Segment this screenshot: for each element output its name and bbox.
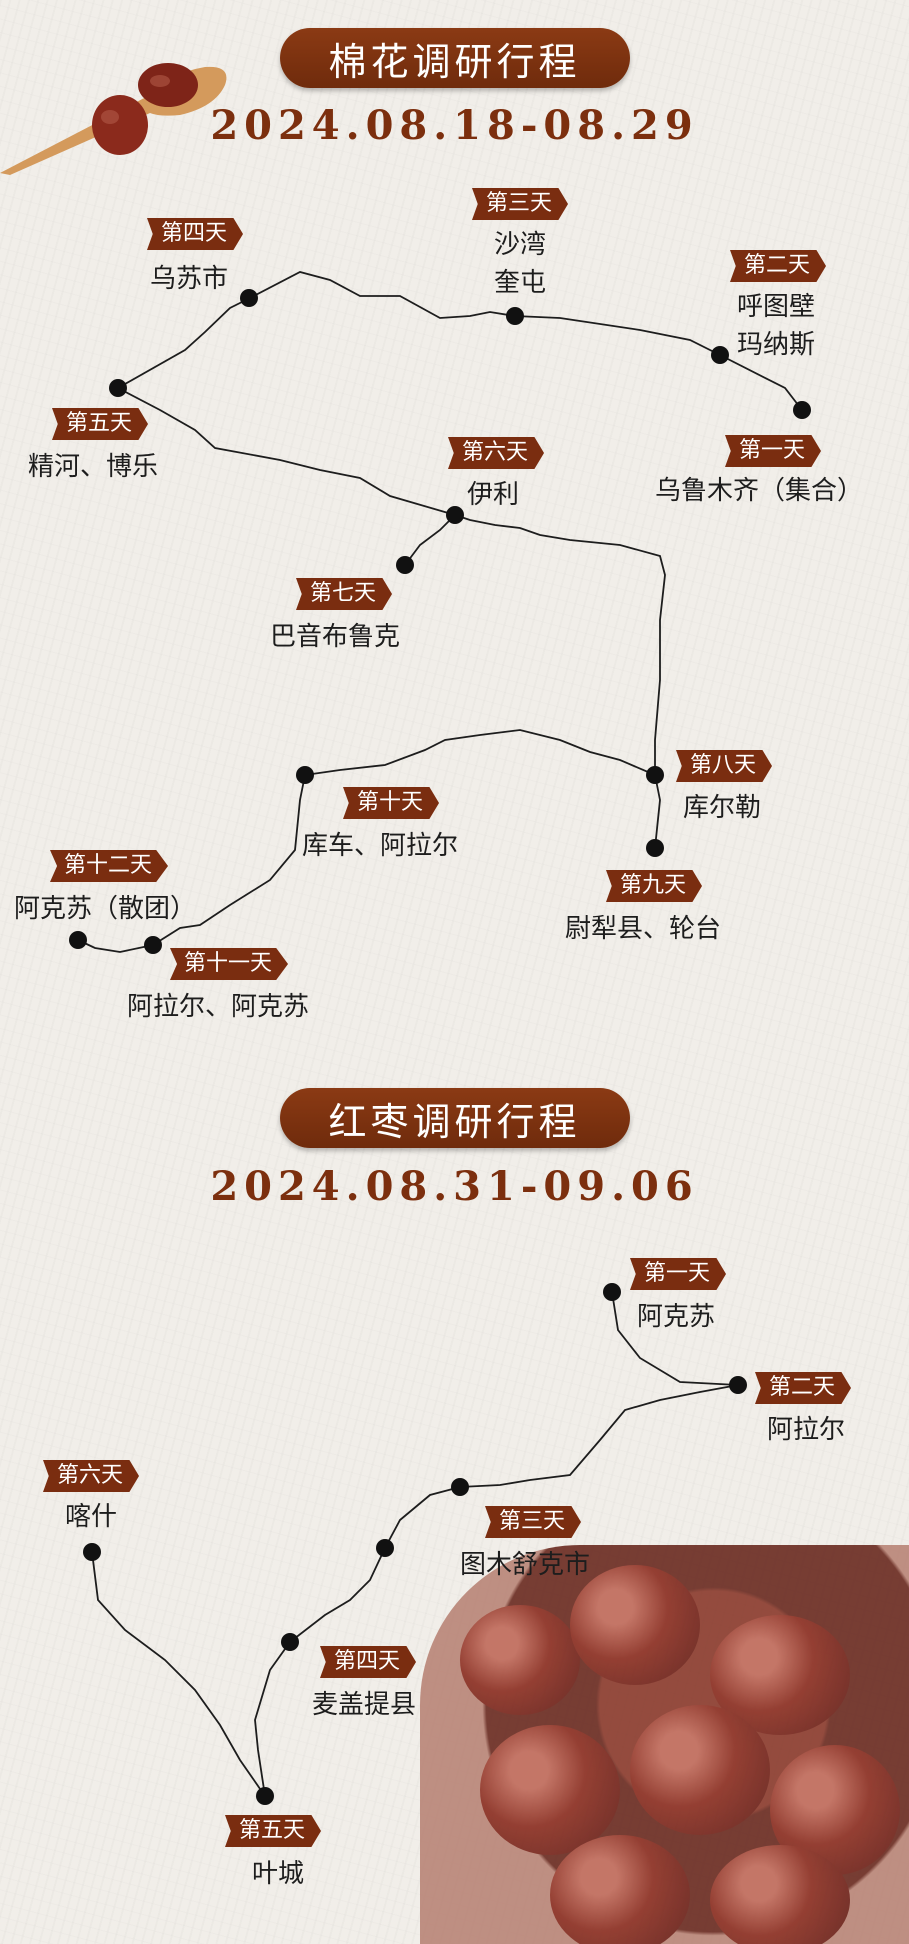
cotton-day3-place: 沙湾 bbox=[494, 230, 547, 260]
cotton-day1-place: 乌鲁木齐（集合） bbox=[655, 476, 864, 506]
cotton-day2-tag: 第二天 bbox=[730, 250, 827, 282]
cotton-day9-tag: 第九天 bbox=[606, 870, 703, 902]
cotton-itinerary-title: 棉花调研行程 bbox=[279, 28, 630, 88]
cotton-branch-ili bbox=[404, 514, 456, 566]
cotton-day9-place: 尉犁县、轮台 bbox=[565, 914, 722, 944]
cotton-day7-tag: 第七天 bbox=[296, 578, 393, 610]
cotton-day5-tag: 第五天 bbox=[52, 408, 149, 440]
cotton-day10-tag: 第十天 bbox=[343, 787, 440, 819]
cotton-itinerary-dates: 2024.08.18-08.29 bbox=[210, 102, 699, 149]
cotton-day10-place: 库车、阿拉尔 bbox=[302, 831, 459, 861]
cotton-day11-tag: 第十一天 bbox=[170, 948, 289, 980]
cotton-day6-place: 伊利 bbox=[467, 480, 520, 510]
cotton-day3-place2: 奎屯 bbox=[494, 268, 547, 298]
cotton-day4-place: 乌苏市 bbox=[150, 264, 229, 294]
cotton-day4-tag: 第四天 bbox=[147, 218, 244, 250]
cotton-day12-tag: 第十二天 bbox=[50, 850, 169, 882]
cotton-route-line bbox=[116, 271, 803, 775]
cotton-day11-place: 阿拉尔、阿克苏 bbox=[127, 992, 310, 1022]
jujube-day3-place: 图木舒克市 bbox=[460, 1550, 591, 1580]
cotton-day2-place2: 玛纳斯 bbox=[737, 330, 816, 360]
jujube-day5-place: 叶城 bbox=[252, 1859, 305, 1889]
jujube-day5-tag: 第五天 bbox=[225, 1815, 322, 1847]
cotton-day2-place: 呼图壁 bbox=[737, 292, 816, 322]
jujube-day6-tag: 第六天 bbox=[43, 1460, 140, 1492]
jujube-itinerary-title: 红枣调研行程 bbox=[279, 1088, 630, 1148]
jujube-day2-tag: 第二天 bbox=[755, 1372, 852, 1404]
jujube-day1-place: 阿克苏 bbox=[637, 1302, 716, 1332]
cotton-branch-yuli bbox=[654, 774, 661, 849]
jujube-day6-place: 喀什 bbox=[65, 1502, 118, 1532]
cotton-day5-place: 精河、博乐 bbox=[28, 452, 159, 482]
cotton-day1-tag: 第一天 bbox=[725, 435, 822, 467]
spoon-with-dates-image bbox=[0, 63, 227, 175]
cotton-day6-tag: 第六天 bbox=[448, 437, 545, 469]
jujube-dates-image bbox=[420, 1545, 909, 1944]
cotton-day8-tag: 第八天 bbox=[676, 750, 773, 782]
cotton-day12-place: 阿克苏（散团） bbox=[14, 894, 197, 924]
jujube-day4-tag: 第四天 bbox=[320, 1646, 417, 1678]
jujube-day4-place: 麦盖提县 bbox=[312, 1690, 417, 1720]
cotton-day3-tag: 第三天 bbox=[472, 188, 569, 220]
jujube-day1-tag: 第一天 bbox=[630, 1258, 727, 1290]
jujube-day2-place: 阿拉尔 bbox=[767, 1415, 846, 1445]
cotton-day8-place: 库尔勒 bbox=[683, 793, 762, 823]
jujube-itinerary-dates: 2024.08.31-09.06 bbox=[210, 1163, 699, 1210]
jujube-day3-tag: 第三天 bbox=[485, 1506, 582, 1538]
cotton-day7-place: 巴音布鲁克 bbox=[270, 622, 401, 652]
